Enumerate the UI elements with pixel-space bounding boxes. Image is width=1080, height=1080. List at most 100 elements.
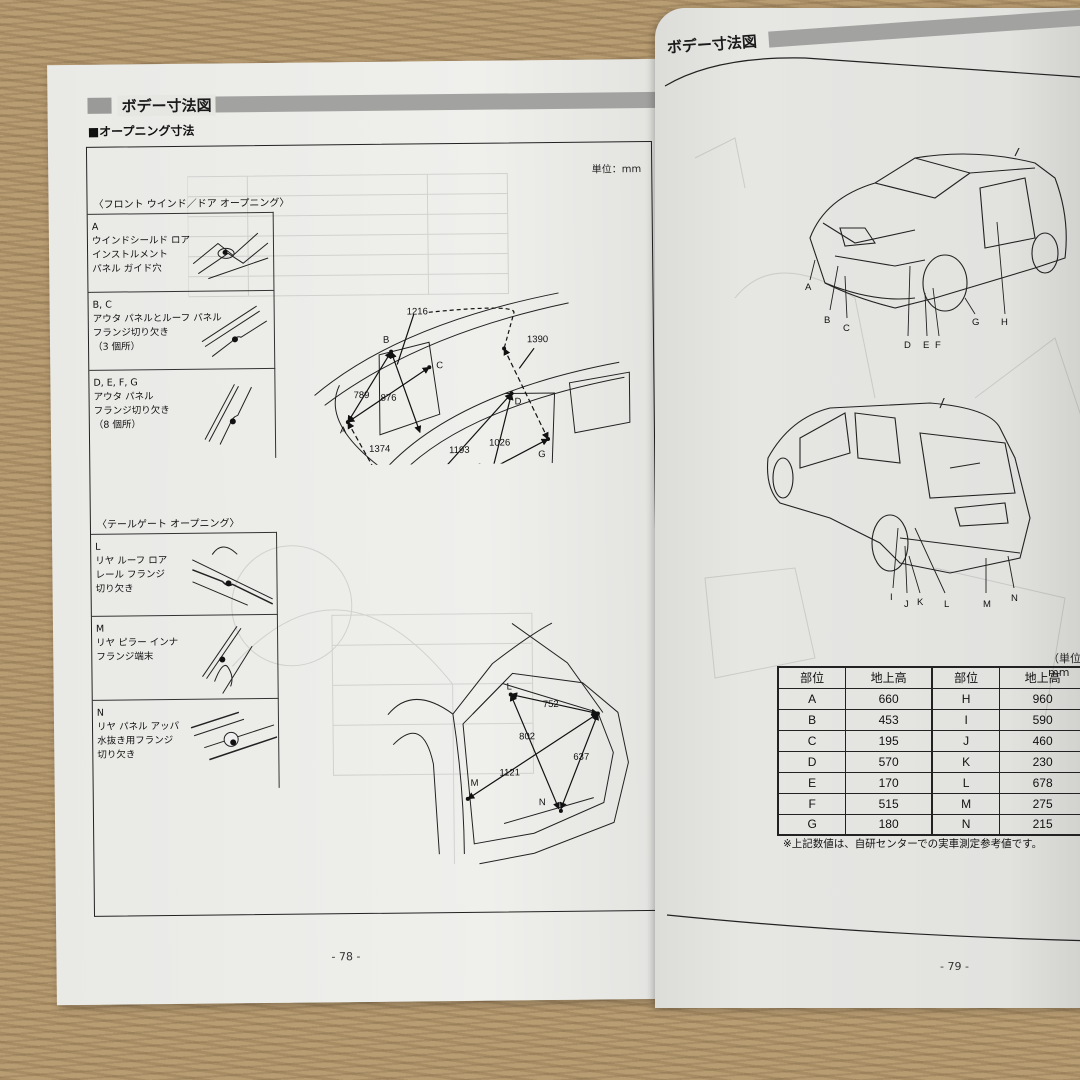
detail-a-label: A ウインドシールド ロア インストルメント パネル ガイド穴 [91,221,191,275]
height-cell: 170 [845,771,933,794]
front-opening-title: 〈フロント ウインド／ドア オープニング〉 [93,197,290,211]
height-cell: 453 [845,708,933,731]
part-cell: B [777,708,847,731]
ground-height-table: 部位 地上高 部位 地上高 A 660 H 960 B 453 I 590 C … [777,666,1080,836]
tailgate-opening-diagram: L M N 752 802 637 1121 [387,622,629,865]
detail-n-label: N リヤ パネル アッパ 水抜き用フランジ 切り欠き [96,707,180,761]
car-point-f: F [935,340,941,348]
part-cell: K [930,750,1001,773]
part-cell: H [930,687,1001,710]
car-point-k: K [917,597,924,608]
col-header-part: 部位 [777,666,847,689]
dim-876: 876 [381,393,397,404]
flange-notch-icon [201,305,268,357]
car-point-b: B [824,315,830,326]
point-label-d: D [515,396,522,407]
height-cell: 660 [845,687,933,710]
height-cell: 590 [999,708,1080,731]
height-cell: 460 [999,729,1080,752]
table-row: A 660 H 960 [777,687,1080,710]
detail-defg-label: D, E, F, G アウタ パネル フランジ切り欠き （8 個所） [93,377,170,431]
dim-1216: 1216 [407,306,428,317]
dim-752: 752 [543,699,559,710]
dim-1121: 1121 [499,767,520,778]
header-bar [215,91,658,113]
detail-m-label: M リヤ ピラー インナ フランジ端末 [95,623,179,663]
height-cell: 195 [845,729,933,752]
height-cell: 180 [845,813,933,836]
rear-car-illustration: I J K L M N [766,398,1031,610]
part-cell: A [777,687,847,710]
front-car-illustration: A B C D E F G H [805,148,1067,348]
table-row: C 195 J 460 [777,729,1080,752]
height-cell: 215 [999,813,1080,836]
col-header-height: 地上高 [999,666,1080,689]
detail-box-defg: D, E, F, G アウタ パネル フランジ切り欠き （8 個所） [89,367,277,460]
front-opening-diagram: A B C D E F G 789 876 1216 1374 1193 102… [314,292,631,466]
height-cell: 570 [845,750,933,773]
part-cell: E [777,771,847,794]
car-point-d: D [904,340,911,348]
height-cell: 515 [845,792,933,815]
point-label-a: A [340,425,347,436]
table-row: E 170 L 678 [777,771,1080,794]
table-row: D 570 K 230 [777,750,1080,773]
point-label-l: L [507,681,512,692]
detail-box-m: M リヤ ピラー インナ フランジ端末 [91,613,279,700]
col-header-part: 部位 [930,666,1001,689]
detail-box-a: A ウインドシールド ロア インストルメント パネル ガイド穴 [87,211,275,292]
guide-hole-icon [192,232,269,280]
col-header-height: 地上高 [845,666,933,689]
car-point-h: H [1001,317,1008,328]
point-label-g: G [538,449,546,460]
table-row: B 453 I 590 [777,708,1080,731]
car-point-a: A [805,282,812,293]
roof-rail-notch-icon [192,546,274,606]
section-header: ボデー寸法図 [87,89,658,117]
right-page-79: ボデー寸法図 [655,8,1080,1008]
part-cell: F [777,792,847,815]
car-point-j: J [904,599,909,610]
height-cell: 275 [999,792,1080,815]
table-row: G 180 N 215 [777,813,1080,836]
car-point-e: E [923,340,929,348]
car-point-c: C [843,323,850,334]
measurement-note: ※上記数値は、自研センターでの実車測定参考値です。 [783,838,1043,850]
part-cell: M [930,792,1001,815]
dim-1193: 1193 [449,445,470,456]
part-cell: D [777,750,847,773]
section-title: ボデー寸法図 [117,94,216,117]
part-cell: J [930,729,1001,752]
drain-flange-icon [190,711,278,761]
flange-notch-icon [204,384,252,445]
dim-1374: 1374 [369,444,390,455]
page-number-79: - 79 - [940,960,969,973]
height-cell: 960 [999,687,1080,710]
dim-1390: 1390 [527,334,548,345]
subsection-title: ■オープニング寸法 [87,123,195,139]
part-cell: I [930,708,1001,731]
car-point-n: N [1011,593,1018,604]
dim-789: 789 [354,390,370,401]
car-point-g: G [972,317,979,328]
part-cell: L [930,771,1001,794]
header-block-icon [87,97,112,114]
part-cell: G [777,813,847,836]
header-bar [768,9,1080,48]
unit-label: 単位：mm [591,164,642,176]
dim-802: 802 [519,731,535,742]
table-row: F 515 M 275 [777,792,1080,815]
dim-1026: 1026 [489,437,510,448]
car-point-m: M [983,599,991,610]
car-point-i: I [890,592,893,603]
car-point-l: L [944,599,949,610]
detail-l-label: L リヤ ルーフ ロア レール フランジ 切り欠き [95,541,168,595]
height-cell: 230 [999,750,1080,773]
part-cell: N [930,813,1001,836]
height-cell: 678 [999,771,1080,794]
point-label-m: M [471,778,479,789]
table-header-row: 部位 地上高 部位 地上高 [777,666,1080,689]
dim-637: 637 [573,752,589,763]
point-label-b: B [383,335,389,346]
page-number-78: - 78 - [331,950,361,964]
